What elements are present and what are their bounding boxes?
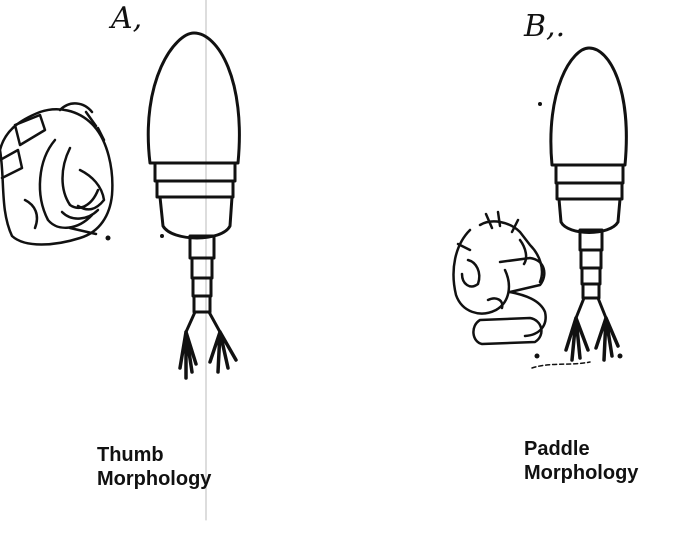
speck-dot (105, 235, 111, 241)
copepod-a-urosome-4 (192, 294, 212, 314)
copepod-b-segment-1 (554, 163, 625, 185)
thumb-appendage (0, 102, 114, 246)
speck-dot (617, 353, 623, 359)
copepod-b-segment-3 (557, 197, 622, 234)
paddle-appendage (452, 210, 547, 346)
copepod-b-segment-2 (555, 181, 624, 201)
copepod-a-segment-3 (158, 195, 234, 240)
copepod-a-segment-1 (153, 161, 237, 183)
copepod-a-body (146, 31, 241, 380)
copepod-b-urosome-4 (581, 282, 601, 300)
copepod-a-cephalothorax (146, 31, 241, 165)
panel-a-caption-line2: Morphology (97, 468, 212, 490)
copepod-b-furca (574, 296, 608, 320)
speck-dot (534, 353, 540, 359)
panel-b-caption-line1: Paddle (524, 438, 590, 460)
copepod-a-urosome-3 (191, 276, 213, 298)
panel-a-caption-line1: Thumb (97, 444, 164, 466)
copepod-a-caudal-setae (178, 330, 238, 380)
copepod-b-body (549, 46, 628, 362)
panel-a-letter: A, (111, 1, 143, 36)
copepod-a-segment-2 (155, 179, 235, 199)
scan-artifact-line (531, 361, 591, 369)
panel-b-caption: Paddle Morphology (524, 437, 638, 485)
panel-b-letter: B,. (524, 9, 566, 44)
copepod-a-furca (184, 310, 222, 334)
copepod-b-caudal-setae (564, 316, 620, 362)
copepod-b-urosome-2 (579, 248, 603, 270)
speck-dot (160, 234, 164, 238)
speck-dot (538, 102, 542, 106)
panel-a-caption: Thumb Morphology (97, 443, 211, 491)
copepod-a-urosome-2 (190, 256, 214, 280)
panel-b-caption-line2: Morphology (524, 462, 639, 484)
copepod-b-urosome-3 (580, 266, 602, 286)
copepod-b-cephalothorax (549, 46, 628, 167)
